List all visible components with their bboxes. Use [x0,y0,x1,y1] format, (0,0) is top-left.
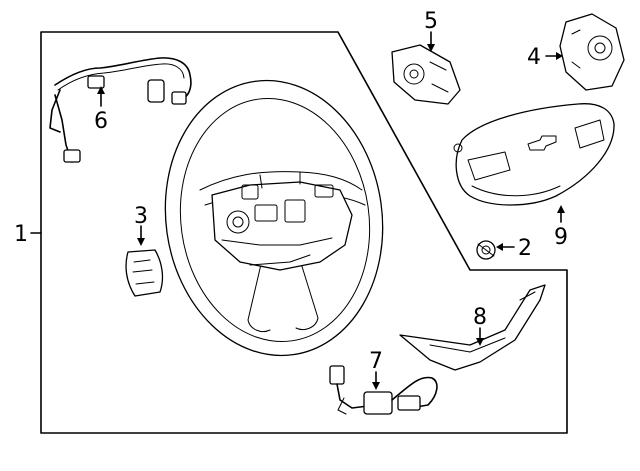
callout-7: 7 [369,349,383,374]
callout-3: 3 [134,204,148,229]
callout-8: 8 [473,305,487,330]
arrow-2 [496,243,503,251]
callout-9: 9 [554,225,568,250]
wiring-harness-part-6 [49,57,192,163]
trim-bezel-part-8 [399,284,546,371]
arrow-4 [556,52,563,60]
switch-part-5 [391,44,461,105]
callout-6: 6 [94,109,108,134]
arrow-6 [97,86,105,94]
switch-harness-part-7 [329,365,438,415]
arrow-3 [137,238,145,246]
arrow-8 [476,338,484,346]
callout-4: 4 [527,45,541,70]
callout-5: 5 [424,9,438,34]
callout-1: 1 [14,222,28,247]
arrow-7 [372,382,380,390]
arrow-5 [427,44,435,52]
steering-wheel [164,79,384,357]
switch-part-4 [559,13,625,91]
bolt-part-2 [476,240,496,260]
arrow-9 [557,205,565,213]
callout-2: 2 [518,236,532,261]
assembly-outline [40,31,568,434]
airbag-module-part-9 [453,103,615,206]
trim-cover-part-3 [125,249,164,297]
